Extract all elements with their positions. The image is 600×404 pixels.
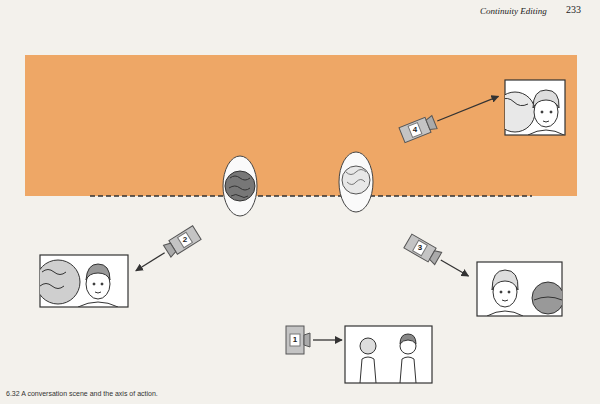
- callout-number: 4: [413, 126, 417, 134]
- person-b: [339, 152, 373, 212]
- shot-frame: [495, 80, 565, 135]
- page-number: 233: [566, 4, 581, 15]
- set-floor: [25, 55, 577, 196]
- figure-caption: 6.32 A conversation scene and the axis o…: [6, 390, 158, 397]
- axis-of-action: [90, 195, 532, 197]
- camera: [132, 226, 202, 278]
- person-a: [223, 156, 257, 216]
- camera: [399, 89, 501, 143]
- callout-number: 2: [183, 236, 187, 244]
- shot-frame: [477, 262, 564, 316]
- running-header: Continuity Editing: [480, 6, 547, 16]
- shot-frame: [36, 255, 128, 307]
- callout-number: 3: [418, 244, 422, 252]
- camera: [286, 326, 342, 354]
- camera: [404, 234, 473, 283]
- callout-number: 1: [293, 336, 297, 344]
- shot-frame: [345, 326, 432, 383]
